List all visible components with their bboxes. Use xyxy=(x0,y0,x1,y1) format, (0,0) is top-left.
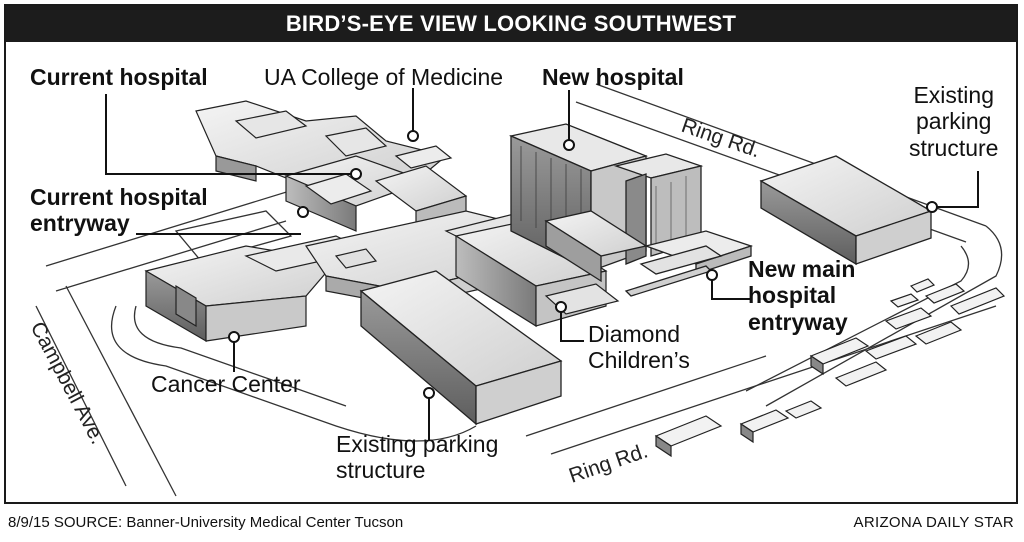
label-existing-parking-ne-line2: parking xyxy=(916,108,992,135)
label-cancer-center: Cancer Center xyxy=(151,371,301,397)
label-existing-parking-ne: Existing parking structure xyxy=(909,82,998,161)
houses xyxy=(654,278,1006,458)
label-current-entryway: Current hospital entryway xyxy=(30,184,208,237)
parking-structure-south xyxy=(359,270,563,426)
label-diamond-line1: Diamond xyxy=(588,321,681,347)
label-existing-parking-south: Existing parking structure xyxy=(336,431,498,484)
label-diamond-childrens: Diamond Children’s xyxy=(588,321,690,374)
diamond-childrens-building xyxy=(454,220,620,328)
label-existing-parking-south-line1: Existing parking xyxy=(336,431,499,457)
label-new-main-entryway-line1: New main xyxy=(748,256,856,282)
parking-structure-ne xyxy=(759,155,933,266)
label-current-entryway-line1: Current hospital xyxy=(30,184,208,210)
label-current-entryway-line2: entryway xyxy=(30,210,130,237)
label-new-main-entryway-line2: hospital xyxy=(748,282,837,309)
campus-map xyxy=(35,83,1006,497)
label-new-hospital: New hospital xyxy=(542,64,684,90)
label-current-hospital: Current hospital xyxy=(30,64,208,90)
footer-credit: ARIZONA DAILY STAR xyxy=(853,514,1014,531)
label-existing-parking-south-line2: structure xyxy=(336,457,426,484)
leader-dots xyxy=(228,130,938,399)
label-existing-parking-ne-line1: Existing xyxy=(913,82,995,108)
label-college-of-medicine: UA College of Medicine xyxy=(264,64,504,90)
label-new-main-entryway-line3: entryway xyxy=(748,308,848,335)
graphic-frame: BIRD’S-EYE VIEW LOOKING SOUTHWEST xyxy=(4,4,1018,504)
footer-source: 8/9/15 SOURCE: Banner-University Medical… xyxy=(8,514,404,531)
current-hospital-complex xyxy=(195,100,468,232)
roads xyxy=(35,83,1003,497)
banner-title: BIRD’S-EYE VIEW LOOKING SOUTHWEST xyxy=(6,6,1016,42)
leader-lines xyxy=(105,88,979,441)
label-existing-parking-ne-line3: structure xyxy=(909,134,999,161)
label-diamond-line2: Children’s xyxy=(588,347,690,374)
label-new-main-entryway: New main hospital entryway xyxy=(748,256,855,335)
new-hospital-tower xyxy=(508,123,754,297)
